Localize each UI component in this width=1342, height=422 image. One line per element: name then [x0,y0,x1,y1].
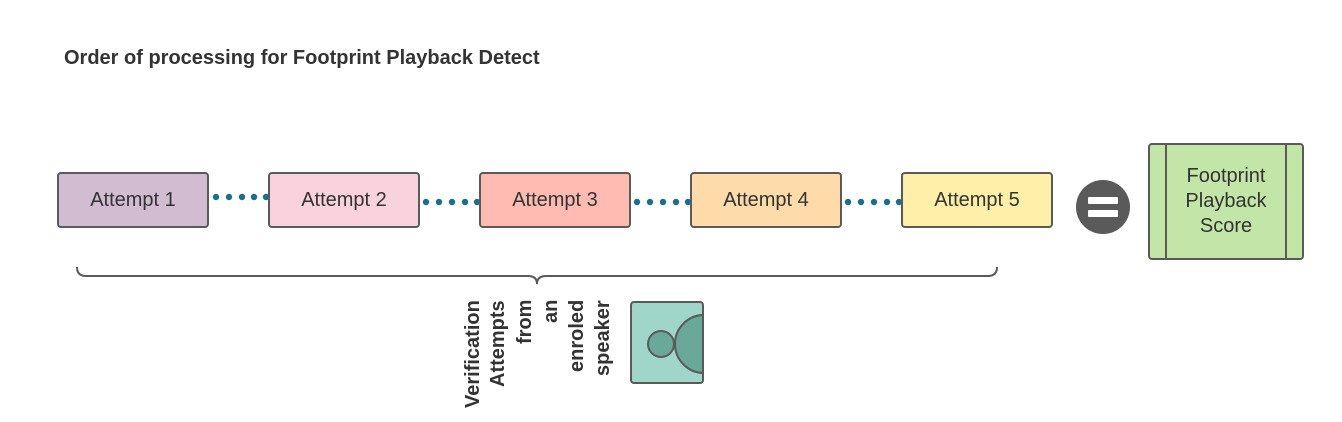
attempt-1-label: Attempt 1 [90,188,176,211]
dotted-connector-4-5 [844,198,903,206]
dotted-connector-1-2 [212,193,270,201]
equals-bar-top [1088,197,1118,204]
caption-word-4: an [540,300,562,324]
score-line-1: Footprint [1186,165,1266,187]
attempt-3-label: Attempt 3 [512,188,598,211]
caption-word-5: enroled [566,300,588,373]
attempt-4-box: Attempt 4 [690,172,842,228]
dotted-connector-2-3 [422,198,481,206]
score-line-3: Score [1199,215,1253,237]
score-line-2: Playback [1185,190,1267,212]
attempt-2-box: Attempt 2 [268,172,420,228]
attempt-1-box: Attempt 1 [57,172,209,228]
diagram-title: Order of processing for Footprint Playba… [64,47,540,69]
dotted-connector-3-4 [633,198,692,206]
attempt-3-box: Attempt 3 [479,172,631,228]
caption-word-6: speaker [592,300,614,376]
attempt-4-label: Attempt 4 [723,188,809,211]
attempt-5-box: Attempt 5 [901,172,1053,228]
footprint-playback-score-box: Footprint Playback Score [1148,143,1304,260]
curly-brace [76,266,998,285]
person-icon-graphic [647,314,702,374]
equals-bar-bottom [1088,210,1118,217]
person-icon [630,301,704,384]
caption-word-3: from [514,300,536,345]
caption-word-1: Verification [462,300,484,408]
speaker-caption: Verification Attempts from an enroled sp… [460,300,620,416]
attempt-5-label: Attempt 5 [934,188,1020,211]
caption-word-2: Attempts [487,300,509,387]
equals-icon [1076,180,1130,234]
score-label: Footprint Playback Score [1165,145,1287,258]
attempt-2-label: Attempt 2 [301,188,387,211]
